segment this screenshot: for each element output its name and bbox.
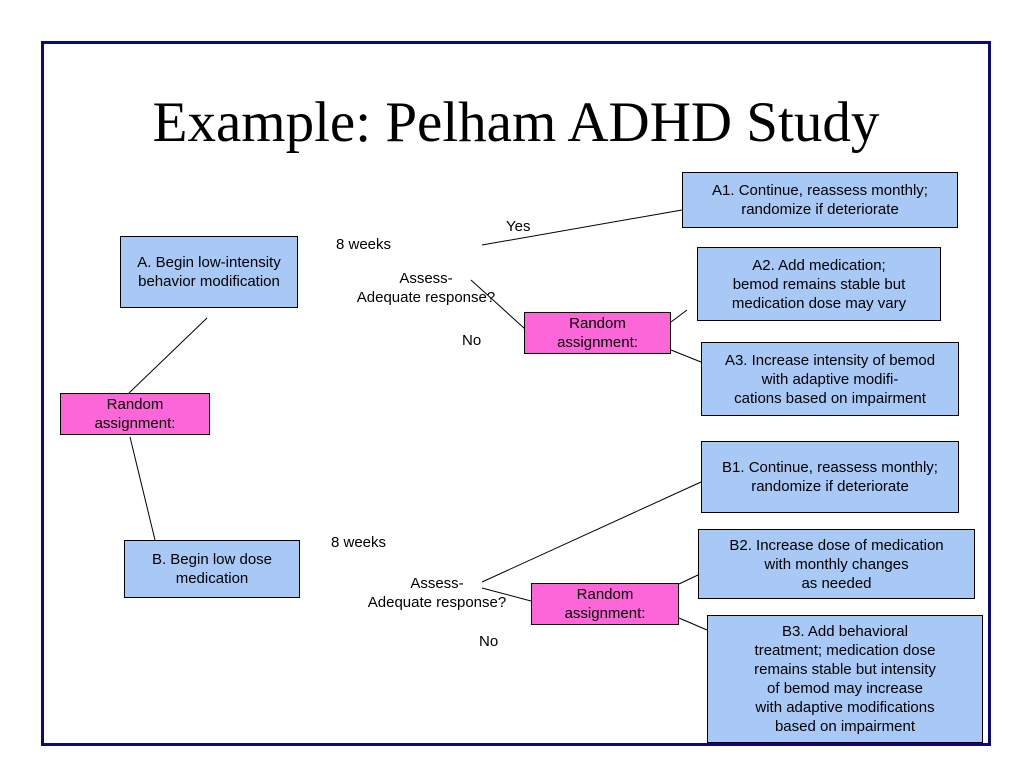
arm-b-start-line-1: B. Begin low dose bbox=[151, 551, 273, 568]
arm-b-weeks-label: 8 weeks bbox=[331, 534, 387, 551]
arm-a-yes-label: Yes bbox=[506, 218, 531, 235]
arm-a-start-line-1: A. Begin low-intensity bbox=[137, 254, 281, 271]
b3-line-6: based on impairment bbox=[774, 718, 916, 735]
b3-box: B3. Add behavioral treatment; medication… bbox=[707, 615, 983, 743]
connector-lines bbox=[128, 209, 708, 631]
a3-line-3: cations based on impairment bbox=[734, 389, 926, 407]
a1-box: A1. Continue, reassess monthly; randomiz… bbox=[682, 172, 958, 228]
a1-line-1: A1. Continue, reassess monthly; bbox=[712, 182, 928, 199]
connector-assess-a-yes bbox=[481, 209, 683, 246]
b3-line-4: of bemod may increase bbox=[767, 680, 923, 697]
a2-line-1: A2. Add medication; bbox=[752, 256, 886, 274]
connector-root-to-b bbox=[129, 436, 156, 541]
connector-random-a-a3 bbox=[670, 349, 702, 363]
connector-random-a-a2 bbox=[670, 309, 688, 323]
connector-assess-b-b1 bbox=[481, 481, 702, 583]
b2-line-3: as needed bbox=[801, 574, 872, 592]
b1-line-1: B1. Continue, reassess monthly; bbox=[722, 459, 938, 476]
slide-title: Example: Pelham ADHD Study bbox=[152, 91, 880, 154]
slide-frame: Example: Pelham ADHD Study Random assign… bbox=[41, 41, 991, 746]
arm-b-start-line-2: medication bbox=[175, 570, 249, 587]
arm-a-random-line-2: assignment: bbox=[557, 334, 638, 351]
a3-box: A3. Increase intensity of bemod with ada… bbox=[701, 342, 959, 416]
root-random-line-1: Random bbox=[106, 396, 164, 413]
arm-a-assess-line-1: Assess- bbox=[399, 270, 453, 287]
b2-box: B2. Increase dose of medication with mon… bbox=[698, 529, 975, 599]
a2-line-2: bemod remains stable but bbox=[732, 275, 906, 293]
arm-b-random-line-1: Random bbox=[576, 586, 634, 603]
b2-line-2: with monthly changes bbox=[764, 555, 909, 573]
connector-root-to-a bbox=[128, 317, 208, 394]
b3-line-2: treatment; medication dose bbox=[754, 642, 936, 659]
arm-b-assess-label: Assess- Adequate response? bbox=[357, 574, 517, 612]
a2-line-3: medication dose may vary bbox=[731, 294, 907, 312]
arm-b-assess-line-1: Assess- bbox=[410, 575, 464, 592]
b1-box: B1. Continue, reassess monthly; randomiz… bbox=[701, 441, 959, 513]
arm-b-assess-line-2: Adequate response? bbox=[367, 594, 507, 611]
arm-b-random-line-2: assignment: bbox=[564, 605, 646, 622]
arm-b-random-assignment-box: Random assignment: bbox=[531, 583, 679, 625]
b3-line-5: with adaptive modifications bbox=[755, 699, 935, 716]
arm-a-random-line-1: Random bbox=[569, 315, 626, 332]
a3-line-1: A3. Increase intensity of bemod bbox=[724, 351, 936, 369]
a1-line-2: randomize if deteriorate bbox=[741, 201, 899, 218]
arm-a-start-box: A. Begin low-intensity behavior modifica… bbox=[120, 236, 298, 308]
arm-a-start-line-2: behavior modification bbox=[138, 273, 280, 290]
b2-line-1: B2. Increase dose of medication bbox=[729, 536, 944, 554]
connector-assess-a-random bbox=[470, 279, 526, 330]
arm-a-random-assignment-box: Random assignment: bbox=[524, 312, 671, 354]
connector-assess-b-random bbox=[481, 587, 532, 602]
b3-line-3: remains stable but intensity bbox=[754, 661, 936, 678]
b3-line-1: B3. Add behavioral bbox=[782, 623, 908, 640]
arm-b-start-box: B. Begin low dose medication bbox=[124, 540, 300, 598]
arm-a-no-label: No bbox=[462, 332, 482, 349]
arm-a-assess-line-2: Adequate response? bbox=[356, 289, 496, 306]
arm-a-assess-label: Assess- Adequate response? bbox=[346, 269, 506, 307]
b1-line-2: randomize if deteriorate bbox=[751, 478, 909, 495]
connector-random-b-b3 bbox=[678, 617, 708, 631]
a3-line-2: with adaptive modifi- bbox=[761, 370, 899, 388]
a2-box: A2. Add medication; bemod remains stable… bbox=[697, 247, 941, 321]
connector-random-b-b2 bbox=[678, 574, 699, 585]
root-random-assignment-box: Random assignment: bbox=[60, 393, 210, 435]
arm-a-weeks-label: 8 weeks bbox=[336, 236, 392, 253]
arm-b-no-label: No bbox=[479, 633, 499, 650]
root-random-line-2: assignment: bbox=[94, 415, 176, 432]
